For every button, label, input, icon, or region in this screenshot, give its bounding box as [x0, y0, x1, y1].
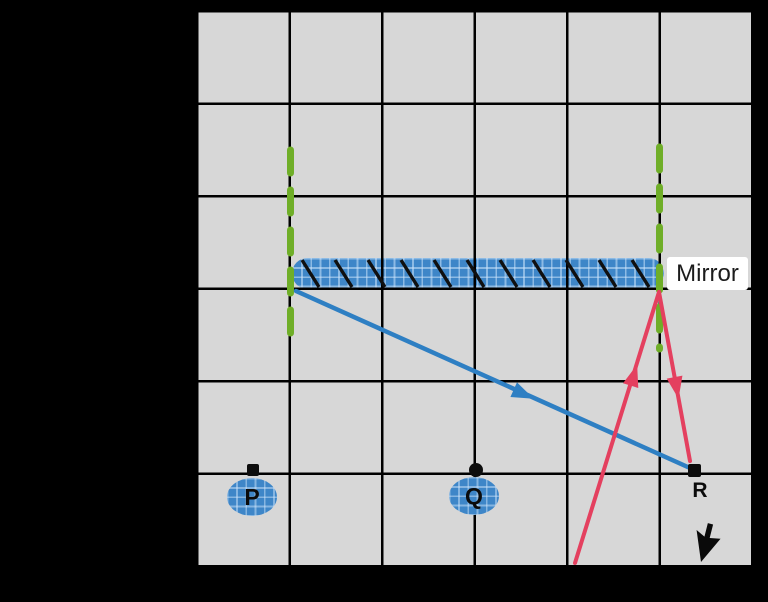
point-label-r: R	[692, 479, 708, 502]
blue-ray	[293, 288, 693, 471]
mirror-label: Mirror	[667, 257, 748, 290]
point-dot-r[interactable]	[688, 464, 701, 477]
mirror-hatch-lines	[300, 259, 651, 288]
point-highlight-p[interactable]: P	[227, 478, 277, 516]
point-dot-q[interactable]	[469, 463, 483, 477]
blue-ray-arrowhead-icon	[510, 382, 534, 399]
red-reflected-arrowhead-icon	[666, 375, 683, 399]
red-incident-ray	[573, 290, 661, 565]
point-dot-p[interactable]	[247, 464, 259, 476]
point-highlight-q[interactable]: Q	[449, 477, 499, 515]
point-label-p: P	[244, 484, 260, 510]
red-reflected-ray	[657, 290, 692, 463]
point-label-q: Q	[465, 483, 483, 509]
red-incident-arrowhead-icon	[622, 364, 639, 389]
mouse-cursor-icon	[696, 523, 721, 562]
